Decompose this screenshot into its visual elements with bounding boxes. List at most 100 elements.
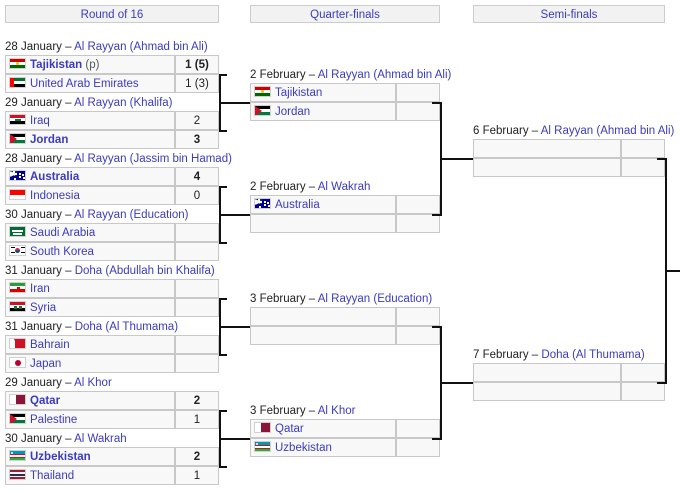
match-table-sf-m2 [473,363,665,401]
score-cell [175,279,219,298]
match-venue-link[interactable]: Al Rayyan (Ahmad bin Ali) [540,125,675,137]
team-name-link[interactable]: Uzbekistan [275,441,332,454]
score-cell: 1 (3) [175,74,219,93]
score-cell: 2 [175,391,219,410]
flag-icon-syria [9,301,26,312]
flag-icon-thailand [9,469,26,480]
score-cell [175,335,219,354]
team-name-link[interactable]: Australia [275,198,320,211]
team-name-link[interactable]: South Korea [30,245,94,258]
match-venue-link[interactable]: Al Wakrah [317,181,371,193]
team-cell: Thailand [5,466,175,485]
connector-out-c-r16-3-4 [219,214,250,216]
match-venue-link[interactable]: Al Wakrah [74,433,127,445]
match-date: 28 January [5,41,62,53]
match-date: 2 February [250,69,306,81]
score-cell [396,326,440,345]
team-name-link[interactable]: Indonesia [30,189,80,202]
team-name-link[interactable]: Bahrain [30,338,70,351]
match-label-separator: – [61,321,75,333]
connector-in-c-r16-3-4-1 [219,242,227,244]
team-name-link[interactable]: Syria [30,301,57,314]
team-name-link[interactable]: Jordan [275,105,311,118]
match-label-sf-m2: 7 February – Doha (Al Thumama) [473,348,665,363]
team-name-link[interactable]: Tajikistan [275,86,323,99]
connector-in-c-r16-3-4-0 [219,186,227,188]
flag-icon-iran [9,282,26,293]
match-venue-link[interactable]: Al Khor [74,377,112,389]
team-cell: United Arab Emirates [5,74,175,93]
team-cell: Tajikistan (p) [5,55,175,74]
match-label-separator: – [305,181,318,193]
team-name-link[interactable]: Thailand [30,469,75,482]
team-cell [250,326,396,345]
team-cell: Iran [5,279,175,298]
team-name-link[interactable]: Qatar [275,422,304,435]
match-label-r16-m2: 29 January – Al Rayyan (Khalifa) [5,96,219,111]
match-venue-link[interactable]: Al Rayyan (Education) [317,293,433,305]
score-cell [175,354,219,373]
match-label-r16-m1: 28 January – Al Rayyan (Ahmad bin Ali) [5,40,219,55]
connector-in-c-r16-1-2-0 [219,74,227,76]
flag-icon-uae [9,77,26,88]
score-cell [396,102,440,121]
team-cell: South Korea [5,242,175,261]
team-name-link[interactable]: Japan [30,357,62,370]
match-venue-link[interactable]: Al Rayyan (Ahmad bin Ali) [317,69,452,81]
team-cell [473,382,621,401]
team-row [250,307,440,326]
match-venue-link[interactable]: Doha (Al Thumama) [541,349,645,361]
connector-in-c-qf-3-4-0 [432,326,442,328]
team-row: Qatar 2 [5,391,219,410]
team-name-link[interactable]: Qatar [30,394,61,407]
match-label-r16-m3: 28 January – Al Rayyan (Jassim bin Hamad… [5,152,232,167]
team-name-link[interactable]: Australia [30,170,80,183]
team-row [250,326,440,345]
team-name-link[interactable]: Iraq [30,114,50,127]
team-name-link[interactable]: United Arab Emirates [30,77,139,90]
match-venue-link[interactable]: Al Khor [317,405,356,417]
match-date: 30 January [5,209,62,221]
team-name-link[interactable]: Saudi Arabia [30,226,96,239]
match-label-separator: – [305,405,318,417]
match-label-r16-m4: 30 January – Al Rayyan (Education) [5,208,219,223]
match-label-r16-m7: 29 January – Al Khor [5,376,219,391]
match-venue-link[interactable]: Doha (Al Thumama) [74,321,179,333]
match-r16-m5: 31 January – Doha (Abdullah bin Khalifa)… [5,264,219,317]
match-label-qf-m3: 3 February – Al Rayyan (Education) [250,292,440,307]
flag-icon-south-korea [9,245,26,256]
team-cell: Indonesia [5,186,175,205]
team-name-link[interactable]: Jordan [30,133,69,146]
flag-icon-tajikistan [9,58,26,69]
match-venue-link[interactable]: Doha (Abdullah bin Khalifa) [74,265,215,277]
team-cell: Jordan [250,102,396,121]
match-table-sf-m1 [473,139,665,177]
connector-in-c-qf-1-2-1 [432,214,442,216]
match-venue-link[interactable]: Al Rayyan (Education) [74,209,189,221]
match-label-separator: – [305,69,318,81]
match-date: 29 January [5,377,62,389]
connector-out-c-r16-1-2 [219,102,250,104]
match-venue-link[interactable]: Al Rayyan (Jassim bin Hamad) [74,153,232,165]
team-row: Jordan [250,102,440,121]
team-cell [473,363,621,382]
team-name-link[interactable]: Tajikistan [30,58,83,71]
team-cell: Saudi Arabia [5,223,175,242]
match-label-separator: – [61,377,75,389]
match-venue-link[interactable]: Al Rayyan (Ahmad bin Ali) [74,41,208,53]
match-venue-link[interactable]: Al Rayyan (Khalifa) [74,97,173,109]
team-name-link[interactable]: Palestine [30,413,78,426]
flag-icon-tajikistan [254,86,271,97]
team-cell: Jordan [5,130,175,149]
flag-icon-jordan [254,105,271,116]
connector-in-c-sf-1-2-0 [657,158,667,160]
team-name-link[interactable]: Iran [30,282,50,295]
match-qf-m1: 2 February – Al Rayyan (Ahmad bin Ali) Ta… [250,68,451,121]
team-name-link[interactable]: Uzbekistan [30,450,91,463]
